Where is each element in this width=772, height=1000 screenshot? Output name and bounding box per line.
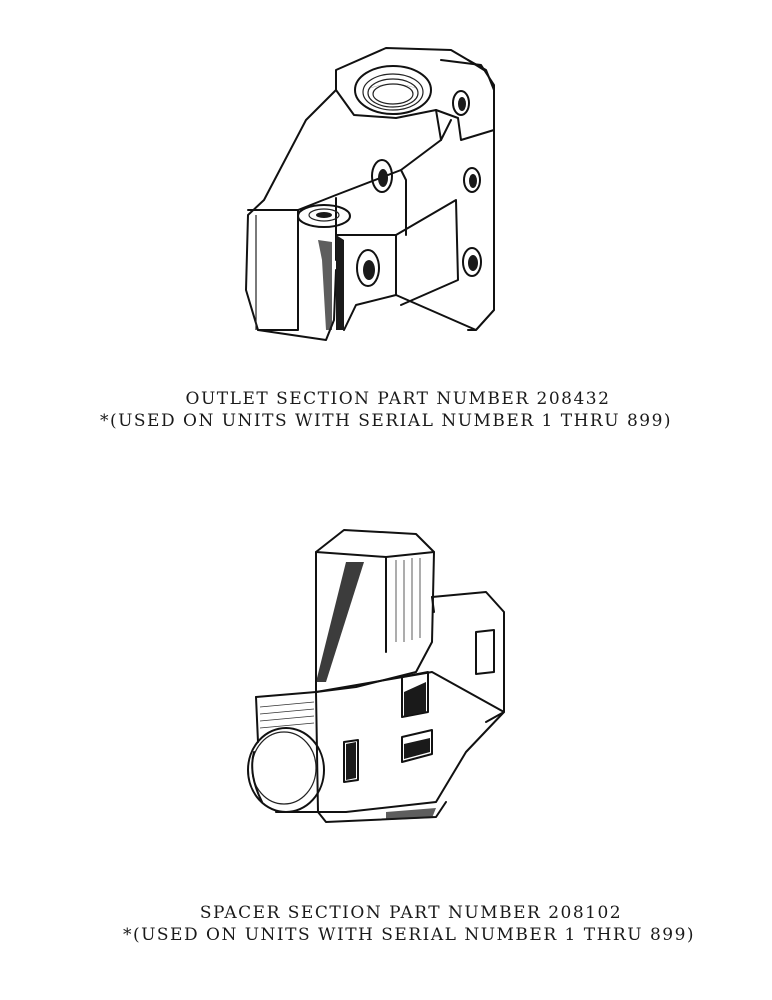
spacer-section-serial-note: *(USED ON UNITS WITH SERIAL NUMBER 1 THR… xyxy=(122,925,696,945)
outlet-section-drawing xyxy=(245,47,495,341)
spacer-section-drawing xyxy=(247,529,505,823)
spacer-section-caption: SPACER SECTION PART NUMBER 208102 *(USED… xyxy=(0,902,772,946)
outlet-section-serial-note: *(USED ON UNITS WITH SERIAL NUMBER 1 THR… xyxy=(99,411,673,431)
spacer-section-part-number: SPACER SECTION PART NUMBER 208102 xyxy=(199,903,623,923)
outlet-section-illustration xyxy=(236,30,516,362)
outlet-section-caption: OUTLET SECTION PART NUMBER 208432 *(USED… xyxy=(0,388,772,432)
spacer-section-illustration xyxy=(236,512,526,832)
outlet-section-part-number: OUTLET SECTION PART NUMBER 208432 xyxy=(185,389,611,409)
